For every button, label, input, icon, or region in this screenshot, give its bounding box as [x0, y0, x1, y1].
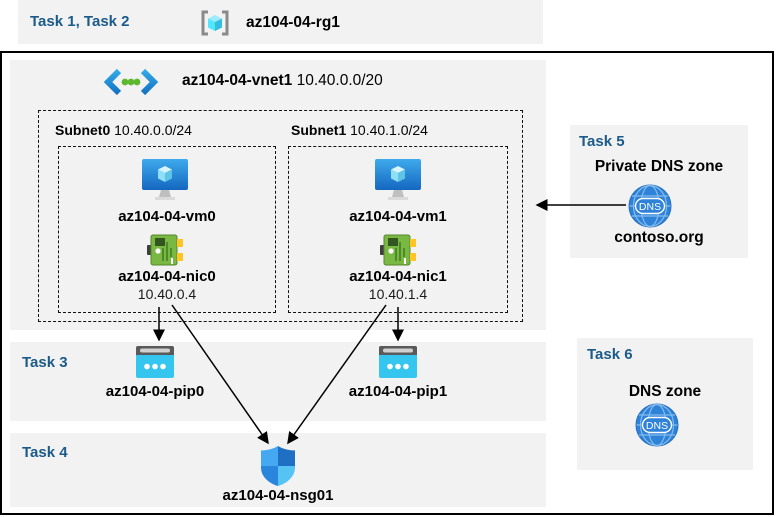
vnet-address-space-box — [38, 110, 523, 322]
vnet-name: az104-04-vnet1 — [182, 72, 293, 89]
task5-dns-icon-text: DNS — [639, 201, 661, 213]
header-band: Task 1, Task 2 — [18, 0, 543, 44]
task3-label: Task 3 — [22, 354, 68, 371]
vnet-icon — [102, 68, 160, 96]
vm1-name: az104-04-vm1 — [349, 208, 447, 225]
vm1-icon — [373, 157, 423, 203]
private-dns-zone-name: contoso.org — [614, 229, 704, 246]
pip0-icon — [136, 346, 174, 378]
nic0-ip: 10.40.0.4 — [137, 286, 197, 302]
header-task-label: Task 1, Task 2 — [30, 13, 130, 30]
task5-label: Task 5 — [579, 133, 625, 150]
nic1-icon — [380, 233, 416, 267]
private-dns-zone-icon: DNS — [628, 184, 672, 228]
nsg-name: az104-04-nsg01 — [222, 487, 334, 504]
task4-label: Task 4 — [22, 444, 68, 461]
subnet0-prefix: 10.40.0.0/24 — [114, 122, 192, 138]
pip1-name: az104-04-pip1 — [348, 383, 448, 400]
subnet1-title: Subnet1 10.40.1.0/24 — [291, 122, 428, 138]
subnet0-name: Subnet0 — [55, 122, 111, 138]
dns-zone-icon: DNS — [635, 403, 679, 447]
task6-title: DNS zone — [628, 383, 702, 400]
resource-group-icon — [199, 9, 231, 37]
task6-label: Task 6 — [587, 346, 633, 363]
nic0-name: az104-04-nic0 — [118, 268, 216, 285]
vnet-box — [10, 60, 546, 330]
subnet1-name: Subnet1 — [291, 122, 347, 138]
task5-box: Task 5 Private DNS zone contoso.org — [570, 125, 748, 258]
nsg-shield-icon — [261, 446, 295, 486]
vnet-address-space: 10.40.0.0/20 — [296, 72, 383, 89]
subnet0-box — [58, 146, 276, 313]
task5-title: Private DNS zone — [594, 158, 724, 175]
vm0-icon — [140, 157, 190, 203]
subnet0-title: Subnet0 10.40.0.0/24 — [55, 122, 192, 138]
vnet-title: az104-04-vnet1 10.40.0.0/20 — [182, 72, 383, 90]
pip1-icon — [379, 346, 417, 378]
pip0-name: az104-04-pip0 — [105, 383, 205, 400]
vm0-name: az104-04-vm0 — [118, 208, 216, 225]
nic0-icon — [147, 233, 183, 267]
resource-group-name: az104-04-rg1 — [246, 14, 340, 31]
task6-dns-icon-text: DNS — [646, 420, 668, 432]
task6-box: Task 6 DNS zone — [577, 338, 753, 470]
nic1-ip: 10.40.1.4 — [368, 286, 428, 302]
nic1-name: az104-04-nic1 — [349, 268, 447, 285]
task3-band: Task 3 — [10, 342, 546, 421]
subnet1-prefix: 10.40.1.0/24 — [350, 122, 428, 138]
